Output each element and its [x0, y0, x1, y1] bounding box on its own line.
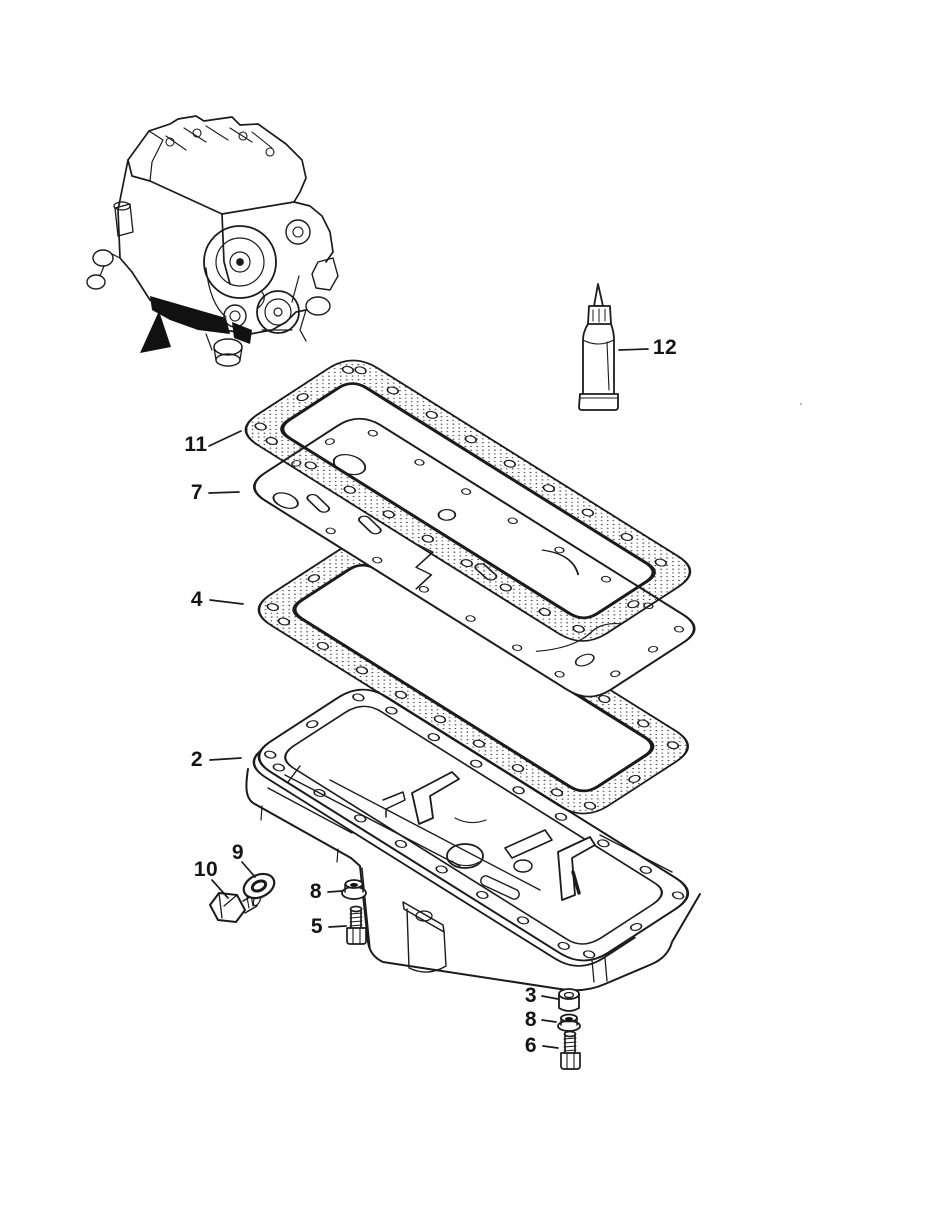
callout-label-6: 6 — [524, 1034, 538, 1057]
upper-gasket — [244, 359, 692, 642]
view-direction-arrow — [140, 311, 171, 353]
engine-thumbnail — [86, 115, 339, 367]
callout-label-4: 4 — [190, 588, 204, 611]
leader-12 — [618, 348, 649, 351]
spacer-3 — [558, 988, 580, 1012]
leader-8b — [541, 1019, 557, 1023]
sealant-tube — [578, 283, 619, 411]
callout-leader-lines — [208, 348, 649, 1049]
leader-6 — [542, 1045, 559, 1049]
leader-2 — [209, 757, 242, 761]
leader-7 — [208, 491, 240, 494]
sealing-washer — [242, 872, 276, 900]
leader-8a — [327, 890, 343, 893]
callout-label-9: 9 — [231, 841, 245, 864]
callout-label-11: 11 — [184, 433, 208, 456]
leader-11 — [208, 430, 242, 447]
oil-pan — [245, 688, 701, 992]
callout-label-2: 2 — [190, 748, 204, 771]
callout-label-5: 5 — [310, 915, 324, 938]
print-speck — [799, 402, 803, 406]
bolt-5 — [346, 905, 367, 945]
leader-3 — [541, 995, 559, 1000]
bolt-6 — [560, 1030, 581, 1070]
callout-label-3: 3 — [524, 984, 538, 1007]
callout-label-8-left: 8 — [309, 880, 323, 903]
callout-label-7: 7 — [190, 481, 204, 504]
leader-4 — [209, 599, 244, 605]
nut-8-bottom — [557, 1013, 581, 1032]
drain-plug — [209, 892, 262, 923]
leader-5 — [328, 925, 347, 928]
leader-9 — [241, 861, 256, 878]
callout-label-10: 10 — [193, 858, 219, 881]
callout-label-8-bottom: 8 — [524, 1008, 538, 1031]
nut-8-left — [341, 879, 367, 900]
callout-label-12: 12 — [652, 336, 678, 359]
leader-10 — [211, 879, 229, 899]
